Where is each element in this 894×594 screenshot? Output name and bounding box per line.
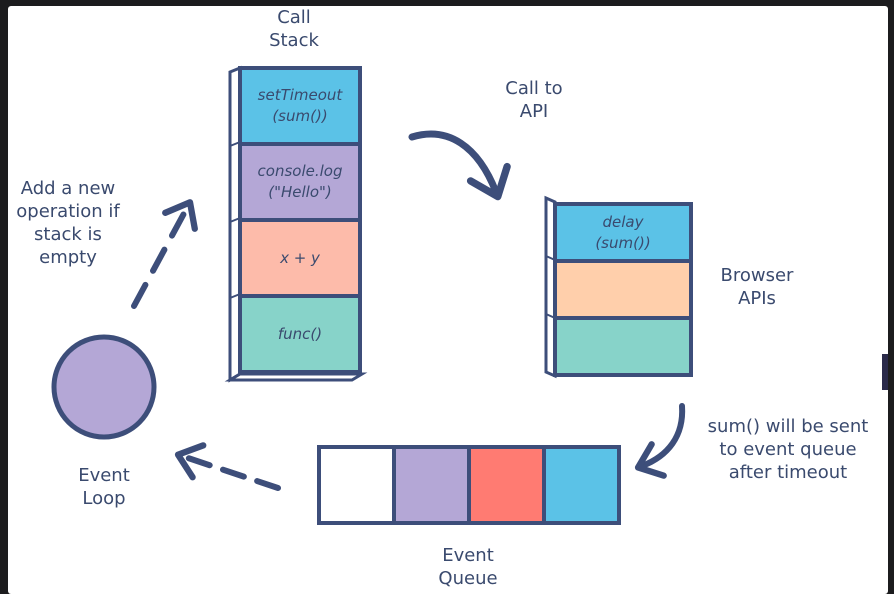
browser-apis-label: Browser APIs bbox=[720, 265, 794, 309]
to-event-queue-arrow bbox=[634, 403, 686, 479]
event-queue-slot-3 bbox=[467, 445, 546, 525]
browser-api-item-3 bbox=[553, 316, 693, 377]
event-loop-circle bbox=[51, 334, 157, 440]
loop-to-stack-arrow bbox=[131, 199, 198, 309]
event-queue-label: Event Queue bbox=[438, 545, 498, 589]
event-queue-slot-2 bbox=[392, 445, 471, 525]
browser-api-item-1 bbox=[553, 202, 693, 263]
event-queue-slot-1 bbox=[317, 445, 396, 525]
queue-to-loop-arrow bbox=[174, 442, 281, 491]
call-stack-item-text-3: x + y bbox=[280, 248, 320, 267]
call-stack-item-2 bbox=[238, 142, 362, 222]
add-operation-label: Add a new operation if stack is empty bbox=[16, 178, 120, 268]
event-loop-diagram bbox=[51, 65, 693, 525]
call-to-api-arrow bbox=[408, 130, 511, 201]
event-queue-slot-4 bbox=[542, 445, 621, 525]
call-stack-item-text-2: console.log ("Hello") bbox=[257, 162, 343, 201]
browser-api-item-2 bbox=[553, 259, 693, 320]
call-stack-item-text-1: setTimeout (sum()) bbox=[257, 86, 343, 125]
call-stack-item-text-4: func() bbox=[277, 324, 323, 343]
browser-apis-frame bbox=[544, 195, 557, 379]
diagram-canvas: setTimeout (sum()) console.log ("Hello") x… bbox=[8, 6, 888, 594]
sent-to-queue-label: sum() will be sent to event queue after … bbox=[707, 416, 869, 483]
call-stack-item-4 bbox=[238, 294, 362, 374]
event-loop-label: Event Loop bbox=[78, 465, 130, 509]
call-stack-label: Call Stack bbox=[269, 7, 319, 51]
window-edge-strip bbox=[882, 354, 888, 390]
browser-api-item-text-1: delay (sum()) bbox=[595, 212, 651, 252]
call-to-api-label: Call to API bbox=[505, 78, 563, 122]
